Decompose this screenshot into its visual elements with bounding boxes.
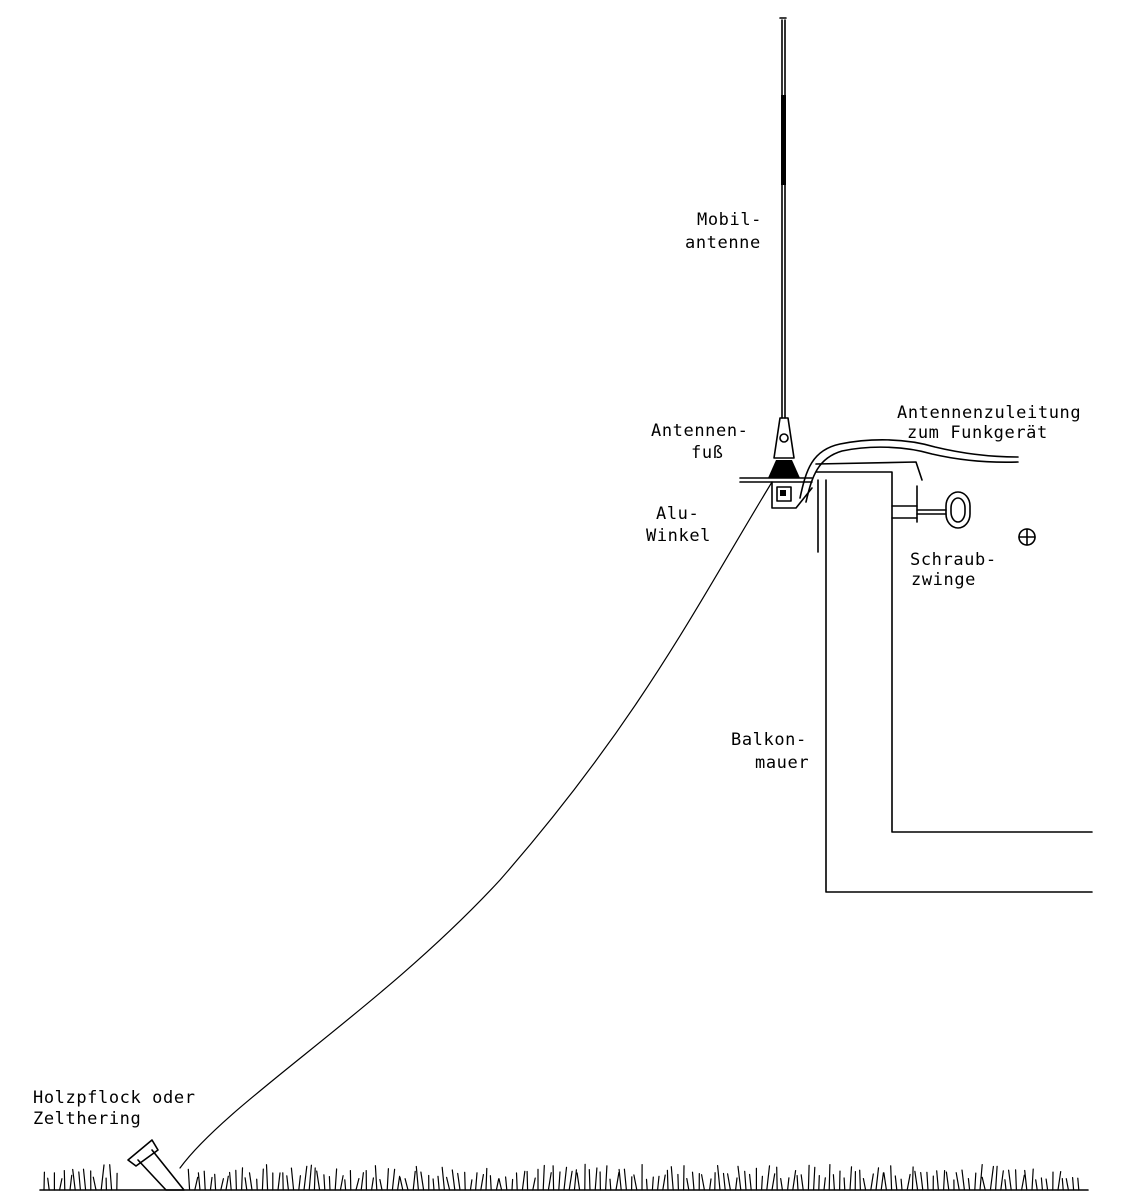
clamp-label-line1: Schraub-	[910, 550, 997, 570]
clamp-handle-inner	[950, 497, 966, 523]
grass	[43, 1163, 1080, 1191]
aluminium-bracket-label-line2: Winkel	[646, 526, 711, 546]
antenna-base-mount	[768, 460, 800, 478]
ground	[39, 1163, 1089, 1191]
ground-peg	[127, 1139, 185, 1191]
antenna-base-label-line2: fuß	[691, 443, 724, 463]
ground-peg-label-line1: Holzpflock oder	[33, 1088, 196, 1108]
mobile-antenna	[779, 17, 787, 419]
crosshair-icon	[1018, 528, 1036, 546]
feed-cable-lower	[805, 446, 1019, 503]
clamp-label-line2: zwinge	[911, 570, 976, 590]
bracket-side	[771, 481, 813, 509]
guy-rope	[179, 481, 773, 1169]
mobile-antenna-label-line2: antenne	[685, 233, 761, 253]
antenna-loading-coil	[781, 95, 786, 185]
peg-shaft	[137, 1149, 185, 1191]
balcony-wall-label-line2: mauer	[755, 753, 809, 773]
mobile-antenna-label-line1: Mobil-	[697, 210, 762, 230]
balcony-wall-label-line1: Balkon-	[731, 730, 807, 750]
feed-line-label-line1: Antennenzuleitung	[897, 403, 1081, 423]
grass-blades	[43, 1163, 1080, 1191]
peg-head	[127, 1139, 159, 1167]
wall-inner-outline	[815, 471, 1093, 833]
aluminium-bracket-label-line1: Alu-	[656, 504, 699, 524]
feed-line-label-line2: zum Funkgerät	[907, 423, 1048, 443]
ground-peg-label-line2: Zelthering	[33, 1109, 141, 1129]
antenna-base	[768, 417, 800, 478]
bracket-bolt	[780, 490, 786, 496]
balcony-wall	[815, 461, 1093, 893]
antenna-base-cone	[773, 417, 795, 459]
wall-outer-outline	[825, 479, 1093, 893]
wall-top-edge	[815, 461, 923, 481]
clamp	[891, 485, 971, 529]
clamp-handle	[945, 491, 971, 529]
antenna-base-label-line1: Antennen-	[651, 421, 749, 441]
aluminium-bracket	[739, 477, 813, 509]
feed-cable	[799, 439, 1019, 499]
bracket-bolt-box	[776, 486, 792, 502]
antenna-base-ring	[779, 433, 789, 443]
